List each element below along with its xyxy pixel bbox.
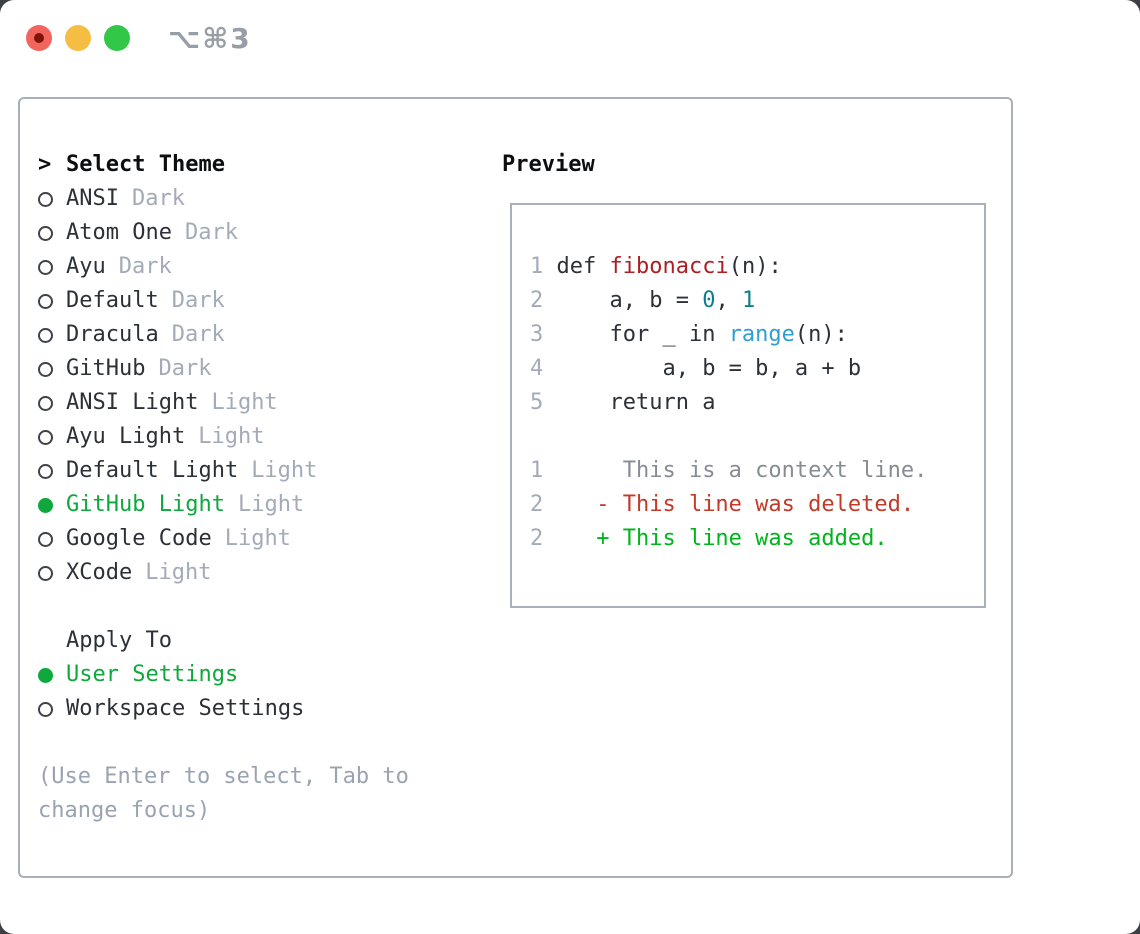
option-label: Default Light xyxy=(66,458,239,483)
option-label: Default xyxy=(66,288,159,313)
radio-icon xyxy=(38,701,53,717)
theme-option-default[interactable]: Default Dark xyxy=(38,284,478,318)
radio-icon xyxy=(38,565,53,581)
window-title: ⌥⌘3 xyxy=(168,22,252,55)
option-label: Atom One xyxy=(66,220,172,245)
radio-icon xyxy=(38,429,53,445)
option-variant: Dark xyxy=(158,356,212,381)
theme-option-github[interactable]: GitHub Dark xyxy=(38,352,478,386)
option-label: Ayu Light xyxy=(66,424,186,449)
option-variant: Dark xyxy=(171,288,225,313)
radio-icon xyxy=(38,395,53,411)
code-preview: 1 def fibonacci(n): 2 a, b = 0, 1 3 for _ … xyxy=(512,205,984,556)
code-line: 2 a, b = 0, 1 xyxy=(530,288,756,313)
select-theme-header: > Select Theme xyxy=(38,148,478,182)
theme-option-ansi-light[interactable]: ANSI Light Light xyxy=(38,386,478,420)
option-variant: Dark xyxy=(118,254,172,279)
theme-option-xcode[interactable]: XCode Light xyxy=(38,556,478,590)
option-label: ANSI Light xyxy=(66,390,199,415)
code-line xyxy=(530,420,984,454)
option-variant: Light xyxy=(224,526,291,551)
apply-to-header: Apply To xyxy=(38,624,478,658)
option-variant: Light xyxy=(145,560,212,585)
theme-option-default-light[interactable]: Default Light Light xyxy=(38,454,478,488)
keyboard-hint: (Use Enter to select, Tab to change focu… xyxy=(38,764,409,823)
code-line: 1 def fibonacci(n): xyxy=(530,254,782,279)
radio-icon xyxy=(38,293,53,309)
spacer xyxy=(38,590,478,624)
theme-option-ayu-light[interactable]: Ayu Light Light xyxy=(38,420,478,454)
code-line: 4 a, b = b, a + b xyxy=(530,356,862,381)
unsaved-indicator-dot xyxy=(34,33,44,43)
code-line: 2 + This line was added. xyxy=(530,526,888,551)
code-line: 2 - This line was deleted. xyxy=(530,492,915,517)
apply-option-user-settings[interactable]: User Settings xyxy=(38,658,478,692)
preview-pane: Preview 1 def fibonacci(n): 2 a, b = 0, 1… xyxy=(502,148,986,608)
option-label: ANSI xyxy=(66,186,119,211)
option-variant: Dark xyxy=(171,322,225,347)
radio-icon xyxy=(38,327,53,343)
option-variant: Light xyxy=(198,424,265,449)
preview-title: Preview xyxy=(502,152,595,177)
code-line: 1 This is a context line. xyxy=(530,458,928,483)
option-variant: Light xyxy=(211,390,278,415)
theme-option-google-code[interactable]: Google Code Light xyxy=(38,522,478,556)
option-variant: Dark xyxy=(131,186,185,211)
apply-option-workspace-settings[interactable]: Workspace Settings xyxy=(38,692,478,726)
preview-box: 1 def fibonacci(n): 2 a, b = 0, 1 3 for _ … xyxy=(510,203,986,608)
code-line: 3 for _ in range(n): xyxy=(530,322,848,347)
option-label: GitHub xyxy=(66,356,146,381)
theme-option-ansi[interactable]: ANSI Dark xyxy=(38,182,478,216)
code-line: 5 return a xyxy=(530,390,716,415)
minimize-button[interactable] xyxy=(65,25,91,51)
maximize-button[interactable] xyxy=(104,25,130,51)
option-label: XCode xyxy=(66,560,133,585)
option-label: Workspace Settings xyxy=(66,696,305,721)
option-variant: Dark xyxy=(184,220,238,245)
radio-icon xyxy=(38,361,53,377)
theme-option-dracula[interactable]: Dracula Dark xyxy=(38,318,478,352)
option-label: Ayu xyxy=(66,254,106,279)
radio-icon xyxy=(38,463,53,479)
apply-to-title: Apply To xyxy=(66,628,172,653)
close-button[interactable] xyxy=(26,25,52,51)
radio-icon xyxy=(38,531,53,547)
option-label: Google Code xyxy=(66,526,212,551)
radio-selected-icon xyxy=(38,497,53,513)
radio-icon xyxy=(38,191,53,207)
radio-icon xyxy=(38,225,53,241)
theme-option-github-light[interactable]: GitHub Light Light xyxy=(38,488,478,522)
option-label: GitHub Light xyxy=(66,492,225,517)
radio-selected-icon xyxy=(38,667,53,683)
theme-option-ayu[interactable]: Ayu Dark xyxy=(38,250,478,284)
option-variant: Light xyxy=(237,492,305,517)
option-label: Dracula xyxy=(66,322,159,347)
option-variant: Light xyxy=(251,458,318,483)
titlebar: ⌥⌘3 xyxy=(0,0,1140,97)
traffic-lights xyxy=(26,25,130,51)
spacer xyxy=(38,726,478,760)
cursor-icon: > xyxy=(38,152,52,177)
radio-icon xyxy=(38,259,53,275)
theme-option-atom-one[interactable]: Atom One Dark xyxy=(38,216,478,250)
select-theme-title: Select Theme xyxy=(66,152,225,177)
option-label: User Settings xyxy=(66,662,239,687)
